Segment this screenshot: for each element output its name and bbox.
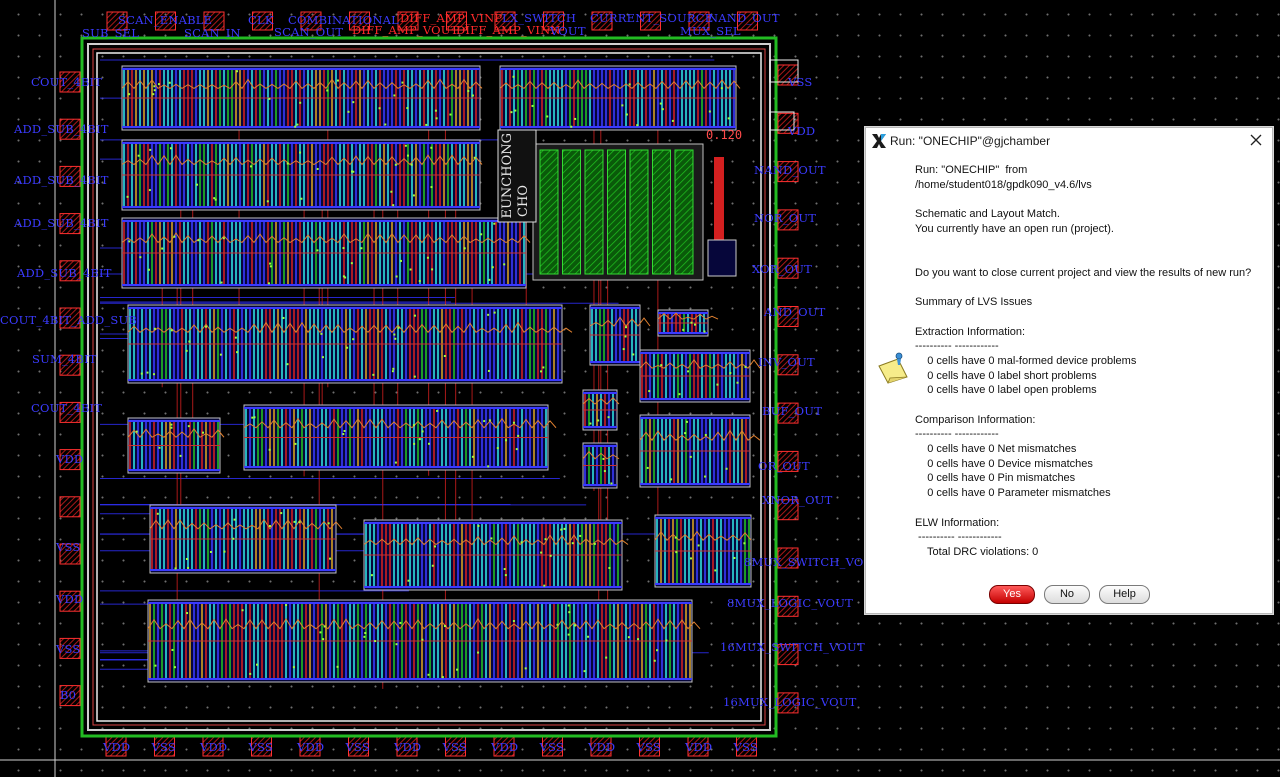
pin-label: INV_OUT [758, 355, 815, 369]
pin-label: CURRENT_SOURCE [590, 11, 714, 25]
dialog-title: Run: "ONECHIP"@gjchamber [890, 134, 1051, 148]
dialog-line: ELW Information: [915, 516, 1000, 529]
pin-label: COUT_4BIT [31, 401, 103, 415]
pin-label: ADD_SUB_4BIT [14, 122, 109, 136]
pin-label: B0 [60, 688, 77, 702]
pin-label: XOR_OUT [752, 262, 813, 276]
dialog-line: /home/student018/gpdk090_v4.6/lvs [915, 178, 1092, 191]
x-app-icon [872, 134, 886, 148]
pin-label: VDD [491, 740, 519, 754]
dialog-line: ---------- ------------ [915, 531, 1002, 544]
dialog-line [915, 398, 1266, 413]
close-icon[interactable] [1246, 130, 1266, 150]
pin-label: VSS [151, 740, 176, 754]
pin-label: AND_OUT [764, 305, 826, 319]
pin-label: SUM_4BIT [32, 352, 97, 366]
pin-label: VSS [636, 740, 661, 754]
pin-label: VSS [56, 540, 81, 554]
dialog-line: 0 cells have 0 Pin mismatches [915, 472, 1076, 485]
help-button[interactable]: Help [1099, 585, 1150, 604]
dialog-line: ---------- ------------ [915, 340, 999, 353]
dialog-line: Summary of LVS Issues [915, 296, 1033, 309]
pin-label: 8MUX_LOGIC_VOUT [727, 596, 853, 610]
pin-label: VSS [442, 740, 467, 754]
pin-label: VDD [56, 592, 84, 606]
pin-label: BUF_OUT [762, 404, 823, 418]
dialog-line: 0 cells have 0 Parameter mismatches [915, 487, 1111, 500]
dialog-line: 0 cells have 0 Device mismatches [915, 457, 1093, 470]
pin-label: VDD [394, 740, 422, 754]
pin-label: VDD [685, 740, 713, 754]
pin-label: VSS [248, 740, 273, 754]
dialog-line [915, 192, 1266, 207]
pin-label: LX_SWITCH [502, 11, 577, 25]
pin-label: VDD [103, 740, 131, 754]
dialog-line: 0 cells have 0 label short problems [915, 369, 1097, 382]
pin-label: VSS [345, 740, 370, 754]
pin-label: COMBINATIONAL [288, 13, 399, 27]
dialog-line: You currently have an open run (project)… [915, 222, 1114, 235]
pin-label: VDD [297, 740, 325, 754]
lvs-run-dialog: Run: "ONECHIP"@gjchamber Run: "ONECHIP" … [865, 127, 1273, 614]
pin-label: ADD_SUB_4BIT [14, 216, 109, 230]
pin-label: COUT_4BIT [31, 75, 103, 89]
pin-label: VDD [56, 452, 84, 466]
pin-label: NOR_OUT [754, 211, 817, 225]
dialog-titlebar[interactable]: Run: "ONECHIP"@gjchamber [866, 128, 1272, 154]
pin-label: OR_OUT [758, 459, 810, 473]
pin-label: SCAN_IN [184, 26, 241, 40]
pin-label: VSS [539, 740, 564, 754]
pin-label: VOUT [550, 24, 586, 38]
signature-text-2: CHO [516, 185, 531, 217]
dialog-line: 0 cells have 0 Net mismatches [915, 443, 1077, 456]
pin-label: VSS [733, 740, 758, 754]
pin-label: 8MUX_SWITCH_VOUT [744, 555, 882, 569]
pin-label: VDD [788, 124, 816, 138]
pin-label: SCAN_ENABLE [118, 13, 213, 27]
dialog-line: ---------- ------------ [915, 428, 999, 441]
dialog-line: Comparison Information: [915, 413, 1036, 426]
dialog-line [915, 501, 1266, 516]
no-button[interactable]: No [1044, 585, 1090, 604]
dialog-message: Run: "ONECHIP" from/home/student018/gpdk… [915, 163, 1266, 560]
dialog-line: 0 cells have 0 label open problems [915, 384, 1097, 397]
note-info-icon [878, 352, 908, 384]
dialog-line [915, 310, 1266, 325]
pin-label: DIFF_AMP_VINP [400, 11, 503, 25]
pin-label: VSS [788, 75, 813, 89]
dialog-line: Do you want to close current project and… [915, 266, 1252, 279]
pin-label: ADD_SUB_4BIT [17, 266, 112, 280]
pin-label: DIFF_AMP_VOUT [352, 23, 459, 37]
signature-text-1: EUNCHONG [500, 133, 515, 219]
dialog-line: Extraction Information: [915, 325, 1026, 338]
pin-label: DIFF_AMP_VINN [456, 23, 561, 37]
pin-label: VDD [200, 740, 228, 754]
pin-label: NAND_OUT [754, 163, 826, 177]
pin-label: 16MUX_SWITCH_VOUT [720, 640, 865, 654]
dialog-line: Run: "ONECHIP" from [915, 164, 1028, 176]
pin-label: CLK [248, 13, 274, 27]
dialog-line [915, 281, 1266, 296]
dialog-line: 0 cells have 0 mal-formed device problem… [915, 354, 1137, 367]
pin-label: VDD [588, 740, 616, 754]
pin-label: MUX_SEL [680, 24, 741, 38]
dialog-line [915, 251, 1266, 266]
dialog-line: Schematic and Layout Match. [915, 208, 1060, 221]
dimension-label: 0.120 [706, 128, 743, 142]
pin-label: XNOR_OUT [762, 493, 833, 507]
dialog-line [915, 236, 1266, 251]
pin-label: VSS [56, 642, 81, 656]
pin-label: COUT_4BIT_ADD_SUB [0, 313, 137, 327]
pin-label: 16MUX_LOGIC_VOUT [723, 695, 857, 709]
dialog-line: Total DRC violations: 0 [915, 545, 1039, 558]
pin-label: SCAN_OUT [274, 25, 344, 39]
pin-label: NAND_OUT [708, 11, 780, 25]
yes-button[interactable]: Yes [989, 585, 1035, 604]
pin-label: SUB_SEL [82, 26, 140, 40]
pin-label: ADD_SUB_4BIT [14, 173, 109, 187]
